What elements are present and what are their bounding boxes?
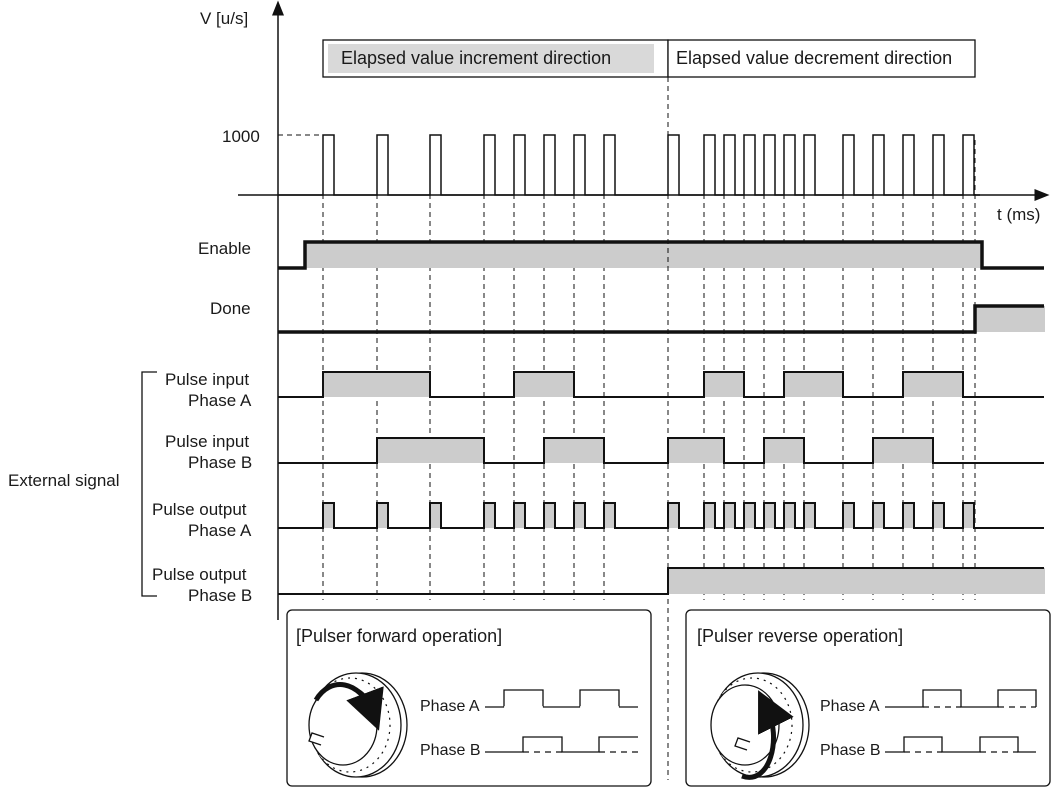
guide-lines xyxy=(323,140,975,600)
pulse-input-a-high-2 xyxy=(514,372,574,397)
increment-header: Elapsed value increment direction xyxy=(341,48,611,68)
pulse-input-a-label-2: Phase A xyxy=(188,391,252,410)
pulse-output-a-high-14 xyxy=(784,503,795,528)
pulse-output-a-high-13 xyxy=(764,503,775,528)
forward-pulser-knob-icon xyxy=(309,673,407,777)
pulse-input-b-high-5 xyxy=(873,438,933,463)
pulse-input-b-trace xyxy=(278,438,1044,463)
pulse-input-a-high-5 xyxy=(903,372,963,397)
pulse-output-a-label-2: Phase A xyxy=(188,521,252,540)
pulse-output-a-high-4 xyxy=(484,503,495,528)
pulse-output-a-high-12 xyxy=(744,503,755,528)
pulse-output-a-high-17 xyxy=(873,503,884,528)
done-trace xyxy=(278,306,1044,332)
pulse-output-a-line xyxy=(278,503,1044,528)
pulse-output-a-high-9 xyxy=(668,503,679,528)
reverse-phase-a-label: Phase A xyxy=(820,698,880,715)
pulse-output-b-fill xyxy=(668,568,1045,594)
pulse-input-b-high-3 xyxy=(668,438,724,463)
pulse-output-b-label-1: Pulse output xyxy=(152,565,247,584)
pulse-output-a-high-18 xyxy=(903,503,914,528)
pulse-input-b-label-2: Phase B xyxy=(188,453,252,472)
reverse-phase-b-label: Phase B xyxy=(820,742,880,759)
done-label: Done xyxy=(210,299,251,318)
pulse-output-b-label-2: Phase B xyxy=(188,586,252,605)
y-tick-1000: 1000 xyxy=(222,127,260,146)
pulse-output-a-high-6 xyxy=(544,503,555,528)
enable-label: Enable xyxy=(198,239,251,258)
pulse-output-a-high-8 xyxy=(604,503,615,528)
pulse-input-a-label-1: Pulse input xyxy=(165,370,249,389)
enable-fill xyxy=(305,242,982,268)
forward-phase-a-label: Phase A xyxy=(420,698,480,715)
pulse-input-a-high-3 xyxy=(704,372,744,397)
pulse-output-a-high-1 xyxy=(323,503,334,528)
pulse-input-b-label-1: Pulse input xyxy=(165,432,249,451)
external-signal-label: External signal xyxy=(8,471,120,490)
decrement-header: Elapsed value decrement direction xyxy=(676,48,952,68)
pulse-output-a-high-10 xyxy=(704,503,715,528)
pulse-input-b-high-4 xyxy=(764,438,804,463)
pulse-input-a-high-1 xyxy=(323,372,430,397)
pulse-output-a-high-20 xyxy=(963,503,974,528)
forward-panel-title: [Pulser forward operation] xyxy=(296,626,502,646)
velocity-pulse-train xyxy=(278,135,980,195)
done-fill xyxy=(975,306,1045,332)
pulse-output-a-high-11 xyxy=(724,503,735,528)
pulse-output-a-high-2 xyxy=(377,503,388,528)
x-axis-label: t (ms) xyxy=(997,205,1040,224)
pulse-output-a-trace xyxy=(278,503,1044,528)
external-signal-bracket xyxy=(142,372,157,596)
pulse-output-a-high-19 xyxy=(933,503,944,528)
forward-phase-b-label: Phase B xyxy=(420,742,480,759)
reverse-pulser-knob-icon xyxy=(711,673,809,777)
pulse-output-a-high-7 xyxy=(574,503,585,528)
reverse-panel-title: [Pulser reverse operation] xyxy=(697,626,903,646)
pulse-input-a-trace xyxy=(278,372,1044,397)
pulse-input-b-high-1 xyxy=(377,438,484,463)
pulse-output-a-high-3 xyxy=(430,503,441,528)
pulse-output-a-label-1: Pulse output xyxy=(152,500,247,519)
y-axis-label: V [u/s] xyxy=(200,9,248,28)
pulse-input-b-high-2 xyxy=(544,438,604,463)
pulse-output-a-high-16 xyxy=(843,503,854,528)
pulse-output-a-high-5 xyxy=(514,503,525,528)
pulse-input-a-high-4 xyxy=(784,372,843,397)
pulse-output-a-high-15 xyxy=(804,503,815,528)
velocity-pulses xyxy=(278,135,980,195)
